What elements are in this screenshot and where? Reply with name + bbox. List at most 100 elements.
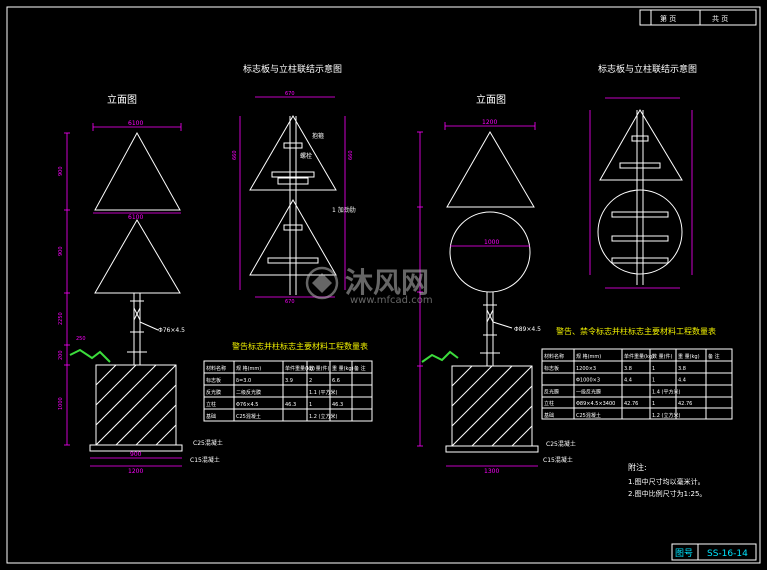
left-elevation: 6100 6100 Φ76×4.5 9 [58,120,223,475]
left-table-cell: 6.6 [332,378,340,384]
drawing-frame [6,6,761,564]
right-c15-label: C15混凝土 [543,456,573,464]
left-pipe-label: Φ76×4.5 [158,327,185,334]
left-dim-h4: 1000 [58,397,64,410]
right-table-cell: 基础 [544,412,554,419]
right-table-cell: 立柱 [544,400,554,407]
left-c25-label: C25混凝土 [193,439,223,447]
left-sign-triangle-bottom [94,219,181,294]
footer-block: 图号 SS-16-14 [671,543,757,561]
right-table-cell: 反光膜 [544,388,559,395]
left-table-cell: 二级反光膜 [236,389,261,396]
right-connection-diagram [589,97,693,289]
left-table-header-cell: 数 量(件) [309,365,330,372]
left-table-header-cell: 单件重量(kg) [285,365,315,372]
right-table-cell: 一级反光膜 [576,388,601,395]
left-conn-left: 660 [232,150,238,160]
left-elevation-title: 立面图 [107,93,137,106]
right-table-cell: 4.4 [624,378,632,384]
right-table-cell: 3.8 [678,366,686,372]
right-table-cell: 42.76 [678,401,692,407]
notes: 附注: 1.图中尺寸均以毫米计。 2.图中比例尺寸为1:25。 [628,462,706,498]
left-table-cell: 1.2 (立方米) [309,413,337,420]
right-table-cell: 1.2 (立方米) [652,412,680,419]
right-dim-base: 1300 [484,468,499,475]
total-label: 共 页 [712,14,728,23]
right-pipe-label: Φ89×4.5 [514,326,541,333]
left-bolt-label: 螺栓 [300,152,312,160]
left-ground-line [69,348,111,363]
left-table-cell: 立柱 [206,401,216,408]
left-dim-base-sub: 900 [130,451,142,458]
left-rib-label: 1 加劲肋 [332,206,356,214]
left-dim-h2: 900 [58,246,64,256]
right-ground-line [421,350,459,363]
left-table-header-cell: 材料名称 [206,365,226,372]
left-clamp-label: 抱箍 [312,132,324,140]
left-conn-bot: 670 [285,299,295,305]
right-table-cell: Φ89×4.5×3400 [576,401,615,407]
left-conn-top: 670 [285,91,295,97]
left-table-cell: 反光膜 [206,389,221,396]
right-table-cell: 1 [652,378,655,384]
left-conn-right: 660 [348,150,354,160]
right-table-cell: Φ1000×3 [576,378,600,384]
right-table-header-cell: 重 量(kg) [678,353,700,360]
right-c25-label: C25混凝土 [546,440,576,448]
right-table-cell: 1200×3 [576,366,596,372]
left-table-header-cell: 重 量(kg) [332,365,354,372]
right-table-header-cell: 材料名称 [544,353,564,360]
drawing-no-label: 图号 [675,548,693,559]
left-table-title: 警告标志并柱标志主要材料工程数量表 [232,341,368,351]
left-dim-base: 1200 [128,468,143,475]
right-dim-width-top: 1200 [482,119,497,126]
right-table-cell: C25混凝土 [576,412,601,419]
right-sign-circle [449,211,531,293]
left-table-header-cell: 备 注 [354,365,366,372]
notes-title: 附注: [628,462,647,472]
left-dim-h1: 900 [58,166,64,176]
left-c15-label: C15混凝土 [190,456,220,464]
right-elevation-title: 立面图 [476,93,506,106]
left-table-cell: 46.3 [332,402,343,408]
left-connection-title: 标志板与立柱联结示意图 [243,63,342,75]
right-table-cell: 1 [652,401,655,407]
right-table-header-cell: 数 量(件) [652,353,673,360]
left-table-cell: 46.3 [285,402,296,408]
note-2: 2.图中比例尺寸为1:25。 [628,489,706,498]
right-sign-triangle [446,131,535,208]
left-table-header-cell: 规 格(mm) [236,365,261,372]
left-table-cell: 基础 [206,413,216,420]
right-table-title: 警告、禁令标志并柱标志主要材料工程数量表 [556,326,716,336]
right-connection-title: 标志板与立柱联结示意图 [598,63,697,75]
right-table-cell: 1.4 (平方米) [652,388,680,395]
watermark-brand: 沐风网 [345,266,429,299]
left-table-cell: C25混凝土 [236,413,261,420]
left-table-cell: 1 [309,402,312,408]
right-table-cell: 标志板 [544,365,559,372]
left-table-cell: Φ76×4.5 [236,402,258,408]
right-table-cell: 1 [652,366,655,372]
page-label: 第 页 [660,14,676,23]
left-connection-diagram: 670 抱箍 螺栓 1 加劲肋 660 660 670 [232,91,356,305]
right-table-header-cell: 规 格(mm) [576,353,601,360]
note-1: 1.图中尺寸均以毫米计。 [628,477,705,486]
left-table-cell: δ=3.0 [236,378,251,384]
left-table-cell: 3.9 [285,378,293,384]
drawing-no: SS-16-14 [707,549,748,559]
left-table-cell: 2 [309,378,312,384]
left-dim-h3: 2250 [58,312,64,325]
left-dim-h5: 200 [58,350,64,360]
right-elevation: 1200 1000 Φ89×4.5 1300 C25混凝土 C15混凝土 [417,119,576,475]
right-dim-circle: 1000 [484,239,499,246]
right-table-cell: 3.8 [624,366,632,372]
left-dim-width-mid: 6100 [128,214,143,221]
right-table-cell: 4.4 [678,378,686,384]
right-table-cell: 42.76 [624,401,638,407]
left-dim-side: 250 [76,336,86,342]
left-table-cell: 1.1 (平方米) [309,389,337,396]
right-table-header-cell: 备 注 [708,353,720,360]
